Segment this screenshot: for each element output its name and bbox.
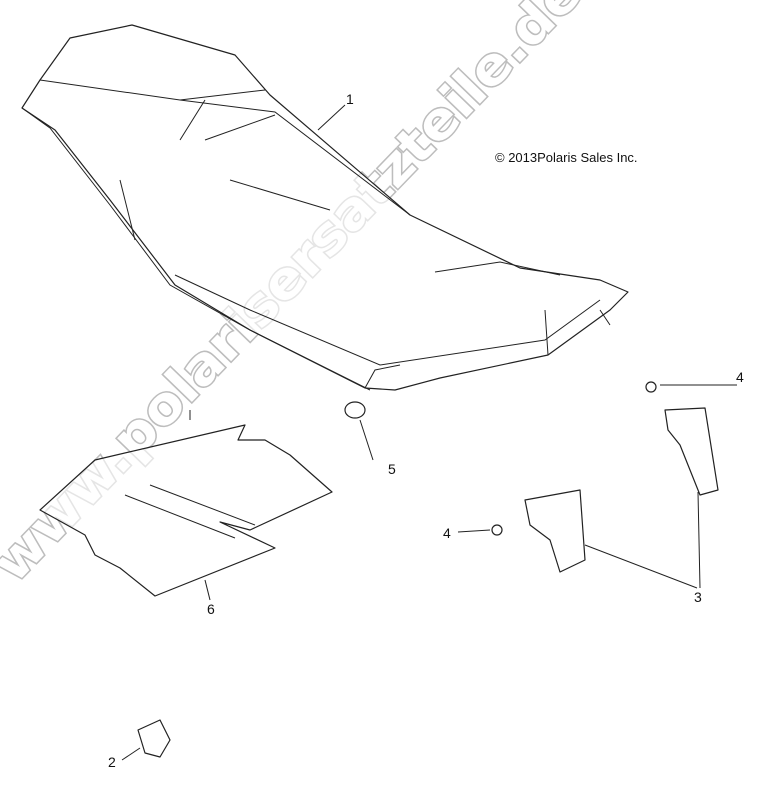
seat-part — [21, 24, 629, 391]
callout-4b: 4 — [736, 369, 744, 385]
bracket-part — [524, 407, 719, 573]
bumper-part — [344, 401, 366, 419]
pad-part — [39, 410, 333, 597]
callout-5: 5 — [388, 461, 396, 477]
callout-4a: 4 — [443, 525, 451, 541]
screw-part — [491, 381, 657, 536]
leader-lines — [121, 104, 737, 761]
callout-6: 6 — [207, 601, 215, 617]
callout-3: 3 — [694, 589, 702, 605]
copyright-text: © 2013Polaris Sales Inc. — [495, 150, 638, 165]
callout-2: 2 — [108, 754, 116, 770]
latch-part — [137, 719, 171, 758]
callout-1: 1 — [346, 91, 354, 107]
